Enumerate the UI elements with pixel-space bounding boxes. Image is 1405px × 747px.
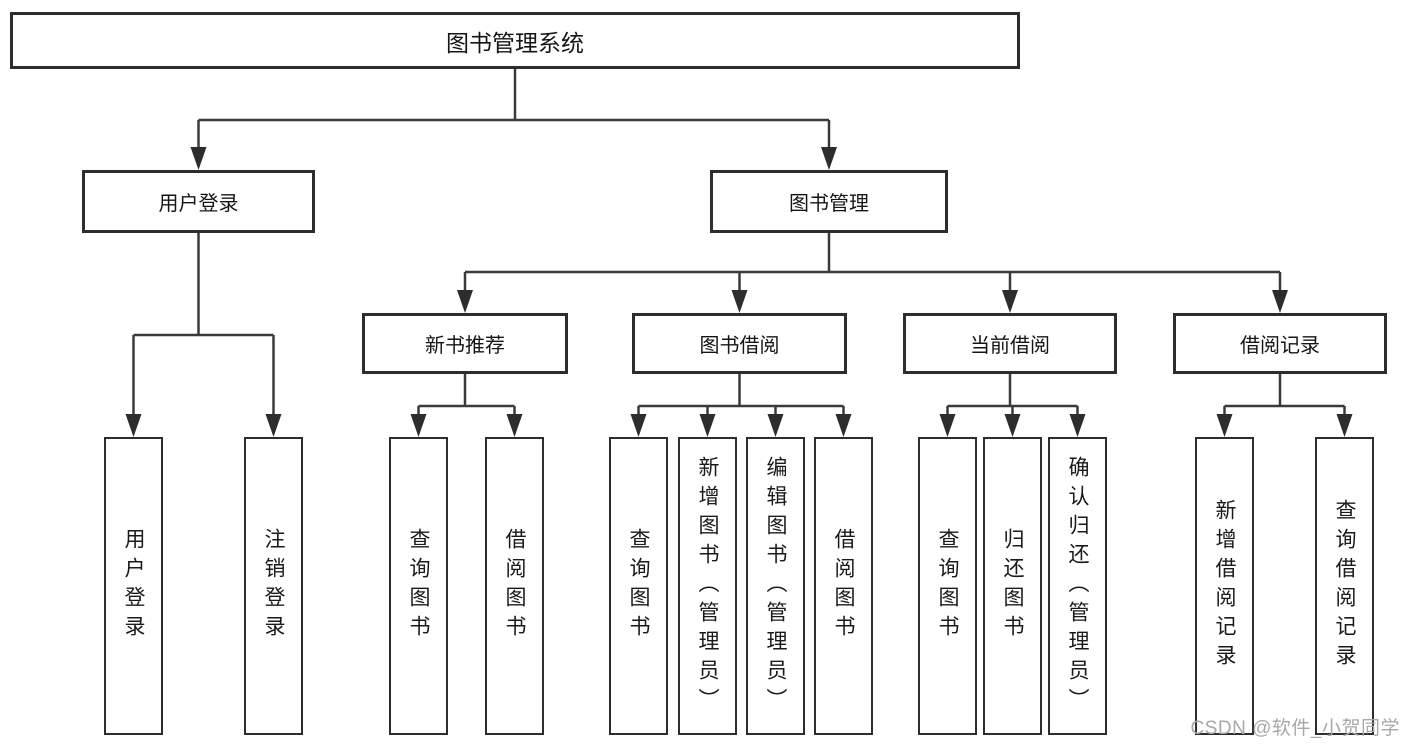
node-book-borrowing: 图书借阅: [632, 313, 847, 374]
node-library-management-system: 图书管理系统: [10, 12, 1020, 69]
leaf-confirm-return-admin: 确认归还（管理员）: [1048, 437, 1107, 735]
node-label: 新书推荐: [425, 335, 505, 357]
node-new-book-recommend: 新书推荐: [362, 313, 568, 374]
leaf-edit-books-admin: 编辑图书（管理员）: [746, 437, 805, 735]
leaf-add-books-admin: 新增图书（管理员）: [678, 437, 737, 735]
arrowhead-icons: [125, 147, 1353, 437]
leaf-label: 查询借阅记录: [1333, 499, 1356, 673]
leaf-add-borrow-record: 新增借阅记录: [1195, 437, 1254, 735]
leaf-query-books-1: 查询图书: [389, 437, 448, 735]
node-label: 用户登录: [158, 193, 239, 215]
node-label: 图书管理系统: [446, 29, 584, 56]
leaf-borrow-books-2: 借阅图书: [814, 437, 873, 735]
node-label: 当前借阅: [970, 335, 1050, 357]
leaf-query-books-3: 查询图书: [918, 437, 977, 735]
leaf-user-login: 用户登录: [104, 437, 163, 735]
node-book-management: 图书管理: [710, 170, 948, 233]
leaf-label: 编辑图书（管理员）: [764, 455, 787, 717]
leaf-logout: 注销登录: [244, 437, 303, 735]
node-borrowing-records: 借阅记录: [1173, 313, 1387, 374]
leaf-label: 查询图书: [936, 528, 959, 644]
leaf-label: 新增图书（管理员）: [696, 455, 719, 717]
leaf-label: 注销登录: [262, 528, 285, 644]
csdn-watermark: CSDN @软件_小贺同学: [1190, 718, 1400, 739]
leaf-query-books-2: 查询图书: [609, 437, 668, 735]
leaf-return-books: 归还图书: [983, 437, 1042, 735]
node-label: 借阅记录: [1240, 335, 1320, 357]
leaf-query-borrow-record: 查询借阅记录: [1315, 437, 1374, 735]
node-label: 图书借阅: [699, 335, 780, 357]
leaf-label: 归还图书: [1001, 528, 1024, 644]
leaf-label: 查询图书: [407, 528, 430, 644]
node-current-borrowing: 当前借阅: [903, 313, 1117, 374]
leaf-label: 借阅图书: [832, 528, 855, 644]
node-user-login: 用户登录: [82, 170, 315, 233]
node-label: 图书管理: [789, 193, 869, 215]
leaf-label: 确认归还（管理员）: [1066, 455, 1089, 717]
leaf-label: 用户登录: [122, 528, 145, 644]
leaf-borrow-books-1: 借阅图书: [485, 437, 544, 735]
connector-path: [132, 69, 1346, 420]
leaf-label: 查询图书: [627, 528, 650, 644]
leaf-label: 借阅图书: [503, 528, 526, 644]
leaf-label: 新增借阅记录: [1213, 499, 1236, 673]
